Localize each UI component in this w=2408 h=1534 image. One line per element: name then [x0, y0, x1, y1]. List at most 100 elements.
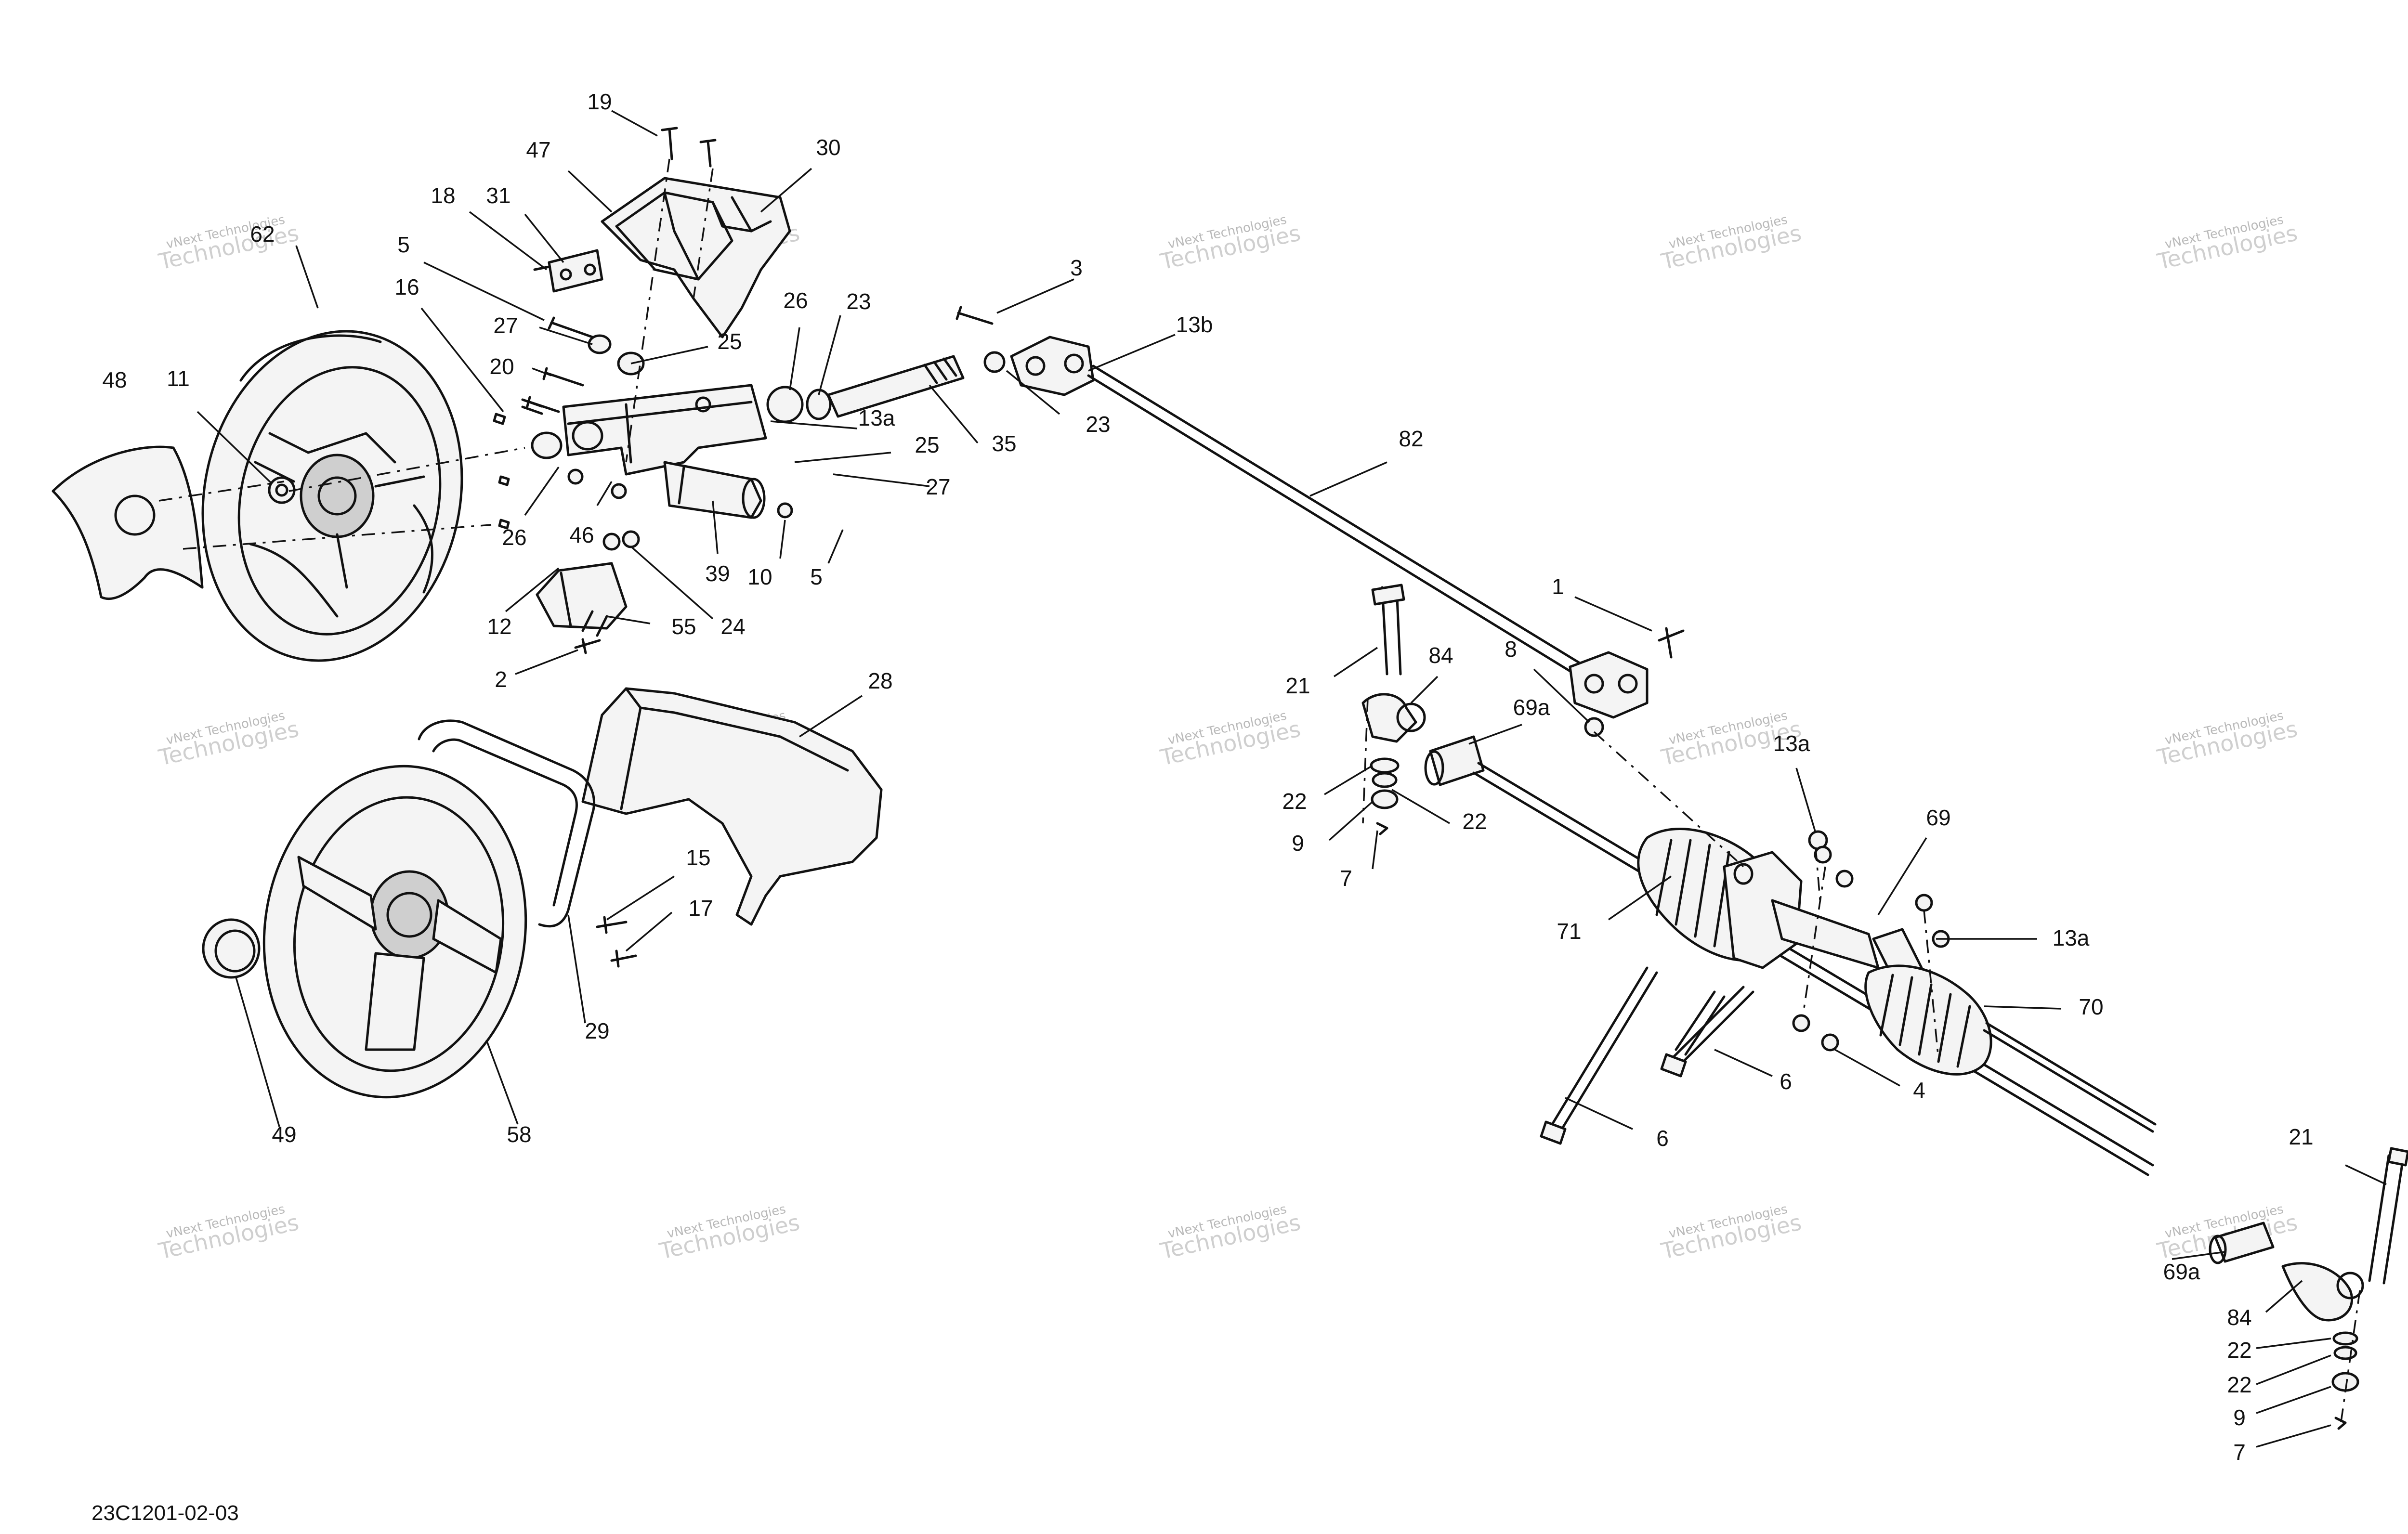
- watermark: vNext Technologies Technologies: [1659, 1202, 1804, 1264]
- universal-joint-lower: [1569, 627, 1685, 737]
- callout-46: 46: [569, 522, 594, 547]
- watermark: vNext Technologies Technologies: [156, 212, 301, 274]
- steering-wheel-lower: [262, 765, 527, 1099]
- steering-shaft: [766, 351, 1006, 423]
- callout-5: 5: [397, 232, 410, 257]
- rack-nuts: [1792, 830, 1950, 1052]
- watermarks: vNext Technologies Technologies vNext Te…: [156, 212, 2300, 1264]
- lower-column-cover: [536, 562, 628, 637]
- callout-22-d: 22: [2227, 1372, 2251, 1397]
- steering-wheel-upper: [201, 330, 463, 662]
- callout-19: 19: [587, 89, 612, 114]
- callout-24: 24: [720, 614, 745, 639]
- callout-21-right: 21: [2289, 1124, 2313, 1149]
- callout-3: 3: [1070, 255, 1083, 280]
- callout-35: 35: [992, 431, 1016, 456]
- callout-25-lower: 25: [915, 432, 939, 457]
- column-actuator: [663, 461, 793, 519]
- lower-dash-panel: [581, 687, 883, 926]
- callout-12: 12: [487, 614, 511, 639]
- callout-55: 55: [671, 614, 696, 639]
- callout-15: 15: [686, 845, 710, 870]
- watermark: vNext Technologies Technologies: [1158, 212, 1303, 274]
- callout-2: 2: [495, 667, 507, 692]
- callout-58: 58: [507, 1122, 531, 1147]
- callout-4: 4: [1913, 1078, 1925, 1103]
- callout-13a-right: 13a: [2053, 925, 2090, 950]
- callout-69: 69: [1926, 805, 1950, 830]
- tie-rod-end-right: [2209, 1147, 2408, 1430]
- callout-22-c: 22: [2227, 1338, 2251, 1363]
- callout-22-b: 22: [1462, 809, 1487, 834]
- callout-71: 71: [1557, 919, 1581, 944]
- callout-labels: 19 47 30 18 31 62 5 16 27 25 20 26 23 3 …: [102, 89, 2313, 1465]
- callout-10: 10: [747, 564, 772, 589]
- callout-6-upper: 6: [1780, 1069, 1792, 1094]
- callout-13b: 13b: [1176, 312, 1213, 337]
- watermark: vNext Technologies Technologies: [1158, 708, 1303, 770]
- callout-9-right: 9: [2233, 1405, 2246, 1430]
- watermark: vNext Technologies Technologies: [1659, 212, 1804, 274]
- callout-28: 28: [868, 668, 892, 693]
- callout-1: 1: [1552, 574, 1564, 599]
- callout-69a-left: 69a: [1513, 695, 1550, 720]
- callout-29: 29: [585, 1018, 609, 1043]
- small-fasteners-left: [493, 398, 543, 530]
- callout-17: 17: [688, 896, 713, 921]
- callout-6-lower: 6: [1656, 1126, 1669, 1151]
- callout-9-left: 9: [1292, 831, 1304, 856]
- callout-27-lower: 27: [926, 474, 950, 499]
- callout-49: 49: [272, 1122, 296, 1147]
- callout-70: 70: [2079, 994, 2103, 1019]
- universal-joint-upper: [955, 306, 1095, 396]
- callout-26-lower: 26: [502, 525, 526, 550]
- watermark: vNext Technologies Technologies: [156, 1202, 301, 1264]
- callout-13a-upper: 13a: [858, 405, 895, 430]
- column-bolts-upper: [525, 316, 645, 413]
- callout-27: 27: [493, 313, 518, 338]
- callout-31: 31: [486, 183, 510, 208]
- watermark: vNext Technologies Technologies: [1158, 1202, 1303, 1264]
- panel-screws: [596, 916, 637, 968]
- callout-48: 48: [102, 367, 127, 392]
- callout-20: 20: [489, 354, 514, 379]
- column-shroud-upper: [601, 177, 791, 338]
- callout-69a-right: 69a: [2163, 1259, 2200, 1284]
- shroud-screws: [661, 127, 717, 168]
- callout-22-a: 22: [1282, 789, 1307, 814]
- rack-mount-bolts: [1540, 966, 1754, 1145]
- assembly-lines: [158, 158, 2361, 1426]
- callout-7-right: 7: [2233, 1440, 2246, 1465]
- callout-39: 39: [705, 561, 730, 586]
- lower-screws: [574, 638, 601, 654]
- callout-47: 47: [526, 137, 550, 162]
- callout-11: 11: [167, 366, 190, 391]
- callout-25: 25: [717, 329, 742, 354]
- callout-84-left: 84: [1428, 643, 1453, 668]
- column-mount-bracket: [562, 384, 767, 476]
- callout-82: 82: [1399, 426, 1423, 451]
- intermediate-shaft: [1087, 364, 1584, 676]
- callout-21-left: 21: [1285, 673, 1310, 698]
- callout-5-lower: 5: [810, 564, 823, 589]
- diagram-code: 23C1201-02-03: [92, 1501, 239, 1525]
- callout-23-right: 23: [1086, 412, 1110, 437]
- watermark: vNext Technologies Technologies: [156, 708, 301, 770]
- bushing-left: [531, 421, 603, 459]
- callout-16: 16: [394, 274, 419, 299]
- callout-62: 62: [250, 221, 275, 247]
- callout-26: 26: [783, 288, 808, 313]
- callout-7-left: 7: [1340, 866, 1352, 891]
- tie-rod-end-left: [1361, 584, 1426, 835]
- callout-13a-mid: 13a: [1773, 731, 1810, 756]
- callout-84-right: 84: [2227, 1305, 2251, 1330]
- callout-18: 18: [431, 183, 455, 208]
- callout-23: 23: [846, 289, 871, 314]
- bezel-frame: [418, 719, 596, 928]
- horn-cap: [202, 918, 261, 979]
- bracket-nuts: [567, 468, 640, 551]
- watermark: vNext Technologies Technologies: [2155, 708, 2300, 770]
- tie-rod-sleeve-left: [1424, 735, 1485, 786]
- watermark: vNext Technologies Technologies: [2155, 212, 2300, 274]
